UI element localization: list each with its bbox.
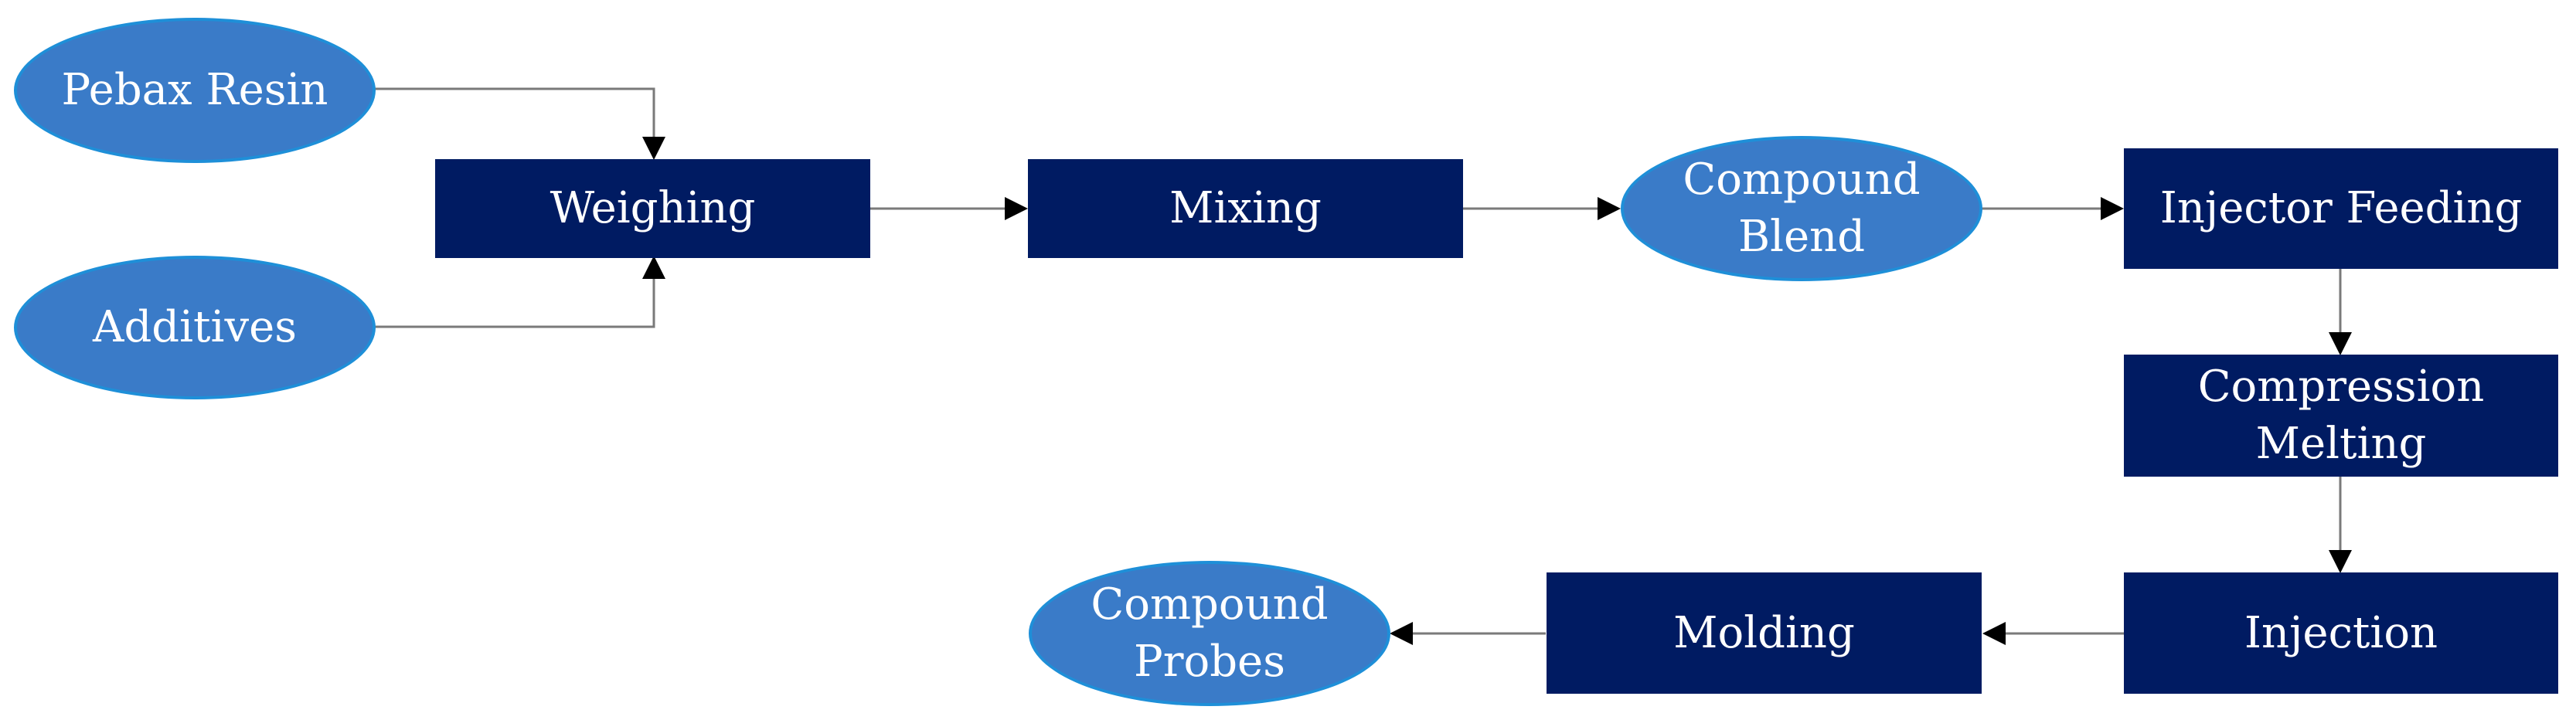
node-compound-blend-label: Compound Blend bbox=[1683, 155, 1921, 262]
node-compound-probes-label: Compound Probes bbox=[1091, 579, 1329, 687]
connector-pebax-to-weighing bbox=[375, 87, 665, 160]
node-compound-blend: Compound Blend bbox=[1621, 136, 1982, 281]
node-weighing: Weighing bbox=[435, 159, 870, 258]
node-pebax-resin: Pebax Resin bbox=[14, 18, 376, 163]
node-additives: Additives bbox=[14, 256, 376, 399]
connector-additives-to-weighing bbox=[375, 256, 665, 328]
node-injection-label: Injection bbox=[2244, 607, 2438, 658]
node-compound-probes: Compound Probes bbox=[1029, 561, 1390, 706]
node-compression-melting-label: Compression Melting bbox=[2197, 362, 2485, 469]
node-additives-label: Additives bbox=[93, 302, 297, 352]
node-molding: Molding bbox=[1547, 572, 1982, 694]
node-pebax-resin-label: Pebax Resin bbox=[61, 65, 328, 115]
node-mixing-label: Mixing bbox=[1169, 183, 1322, 233]
node-molding-label: Molding bbox=[1673, 607, 1855, 658]
node-weighing-label: Weighing bbox=[550, 183, 756, 233]
node-injector-feeding-label: Injector Feeding bbox=[2159, 183, 2523, 233]
node-injector-feeding: Injector Feeding bbox=[2124, 148, 2558, 269]
node-injection: Injection bbox=[2124, 572, 2558, 694]
node-compression-melting: Compression Melting bbox=[2124, 355, 2558, 477]
node-mixing: Mixing bbox=[1028, 159, 1463, 258]
